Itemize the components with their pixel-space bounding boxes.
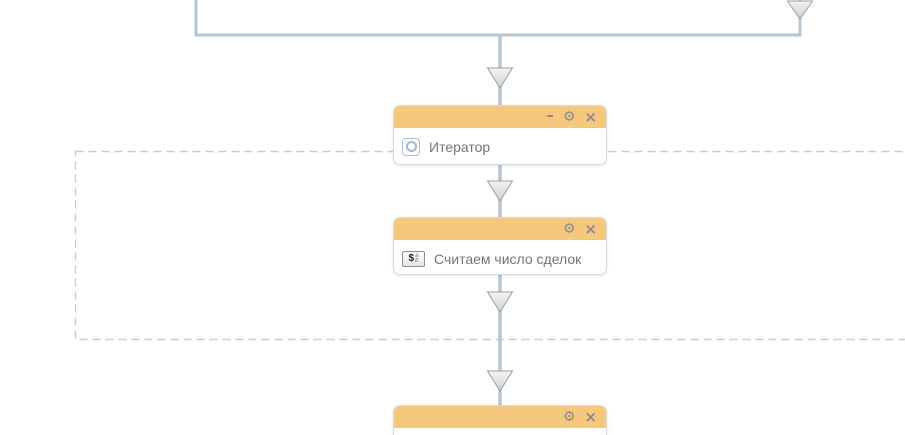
node-count-deals[interactable]: ⚙ × $ a b Считаем число сделок	[393, 217, 607, 275]
close-icon[interactable]: ×	[584, 219, 597, 238]
node-title: Итератор	[429, 138, 491, 155]
arrow-down-icon	[486, 67, 514, 89]
minimize-icon[interactable]: –	[546, 105, 554, 124]
connector-line	[194, 0, 802, 37]
node-body	[394, 428, 606, 435]
node-body: Итератор	[394, 128, 606, 165]
arrow-down-icon	[486, 370, 514, 392]
node-header[interactable]: ⚙ ×	[394, 218, 606, 240]
variable-b-glyph: b	[415, 257, 419, 264]
arrow-down-icon	[486, 180, 514, 202]
arrow-down-icon	[486, 291, 514, 313]
node-iterator[interactable]: – ⚙ × Итератор	[393, 105, 607, 165]
variable-glyphs: a b	[415, 252, 419, 264]
node-body: $ a b Считаем число сделок	[394, 240, 606, 277]
node-bottom-partial[interactable]: ⚙ ×	[393, 405, 607, 435]
settings-gear-icon[interactable]: ⚙	[562, 221, 576, 237]
variable-a-glyph: a	[415, 252, 419, 259]
arrow-down-icon	[786, 0, 814, 20]
node-header[interactable]: ⚙ ×	[394, 406, 606, 428]
iterator-icon	[402, 137, 420, 156]
node-title: Считаем число сделок	[434, 250, 582, 267]
value-counter-icon: $ a b	[402, 250, 425, 267]
dollar-glyph: $	[408, 253, 415, 264]
close-icon[interactable]: ×	[584, 407, 597, 426]
node-header[interactable]: – ⚙ ×	[394, 106, 606, 128]
close-icon[interactable]: ×	[584, 107, 597, 126]
settings-gear-icon[interactable]: ⚙	[562, 109, 576, 125]
settings-gear-icon[interactable]: ⚙	[562, 409, 576, 425]
